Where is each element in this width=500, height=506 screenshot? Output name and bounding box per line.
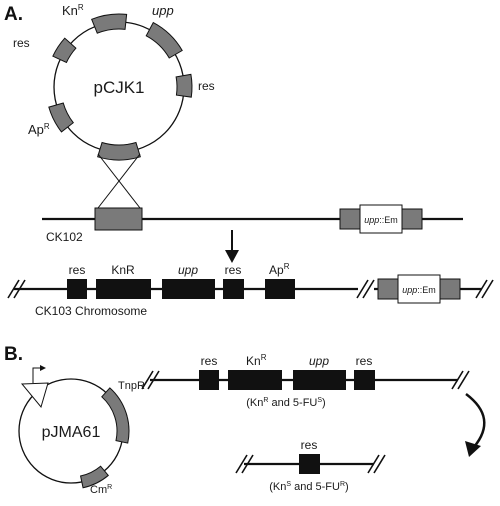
pcjk1-upp-segment [145,21,183,59]
b-top-break-left [141,370,160,390]
pcjk1-ap-segment [48,102,74,133]
ck103-ap-box [265,279,295,299]
ck103-res2-label: res [225,263,242,277]
ck103-res1-box [67,279,87,299]
ck103-chromosome: upp::Em res KnR upp res ApR CK103 Chromo… [7,262,494,318]
ck103-knr-label: KnR [111,263,135,277]
down-arrow-head [225,250,239,263]
b-top-upp-box [293,370,346,390]
ck102-upp-em-label: upp::Em [364,215,398,225]
b-top-construct: res KnR upp res (KnR and 5-FUS) [141,353,470,409]
panel-b-label: B. [4,344,23,365]
pjma61-cmr-segment [79,465,109,489]
b-top-res1-label: res [201,354,218,368]
b-bottom-phenotype: (KnS and 5-FUR) [269,481,348,493]
pcjk1-kn-label: KnR [62,3,84,18]
ck103-knr-box [96,279,151,299]
pjma61-tnpr-label: TnpR [118,380,145,392]
b-bottom-res-box [299,454,320,474]
b-bottom-break-left [235,454,254,474]
plasmid-pjma61: pJMA61 [18,365,130,489]
pcjk1-ap-label: ApR [28,122,50,137]
ck103-res2-box [223,279,244,299]
ck103-upp-box [162,279,215,299]
b-bottom-break-right [367,454,386,474]
curved-arrow-head [465,441,481,457]
plasmid-pcjk1-name: pCJK1 [93,78,144,97]
ck103-upp-em-box [397,274,441,304]
curved-arrow [465,393,486,448]
ck103-break-middle [356,279,375,299]
pcjk1-bottom-segment [97,141,141,161]
ck103-res1-label: res [69,263,86,277]
b-bottom-res-label: res [301,438,318,452]
promoter-arrowhead-icon [40,365,46,371]
ck102-flank-left [339,208,361,230]
pcjk1-res-right-segment [175,73,193,98]
b-top-phenotype: (KnR and 5-FUS) [246,397,325,409]
b-top-res2-box [354,370,375,390]
ck102-label: CK102 [46,230,83,244]
b-top-break-right [451,370,470,390]
panel-a-label: A. [4,4,23,25]
ck103-ap-label: ApR [269,262,290,277]
plasmid-pjma61-segments [79,387,130,489]
ck102-flank-right [401,208,423,230]
ck103-flank-right [439,278,461,300]
pcjk1-res-left-segment [52,37,77,64]
ck103-upp-em-label: upp::Em [402,285,436,295]
promoter-arrow-icon [32,367,40,383]
pcjk1-upp-label: upp [152,3,174,18]
b-top-res1-box [199,370,219,390]
crossover-line-2 [97,153,141,209]
pjma61-cmr-label: CmR [90,484,112,496]
b-bottom-construct: res (KnS and 5-FUR) [235,438,386,493]
ck103-break-left [7,279,26,299]
pjma61-tnpr-segment [101,387,130,444]
promoter-triangle [20,382,49,409]
pcjk1-kn-segment [91,13,128,34]
b-top-upp-label: upp [309,354,329,368]
ck103-flank-left [377,278,399,300]
b-top-res2-label: res [356,354,373,368]
b-top-kn-label: KnR [246,353,267,368]
ck103-break-right [475,279,494,299]
pcjk1-res-left-label: res [13,36,30,50]
plasmid-pcjk1-segments [48,13,193,161]
plasmid-pcjk1: pCJK1 [48,13,193,161]
ck103-label: CK103 Chromosome [35,304,147,318]
plasmid-pjma61-name: pJMA61 [42,424,101,441]
ck102-gray-box [94,207,143,231]
b-top-kn-box [228,370,282,390]
ck102-chromosome: upp::Em CK102 [42,204,463,244]
pcjk1-res-right-label: res [198,79,215,93]
ck103-upp-label: upp [178,263,198,277]
